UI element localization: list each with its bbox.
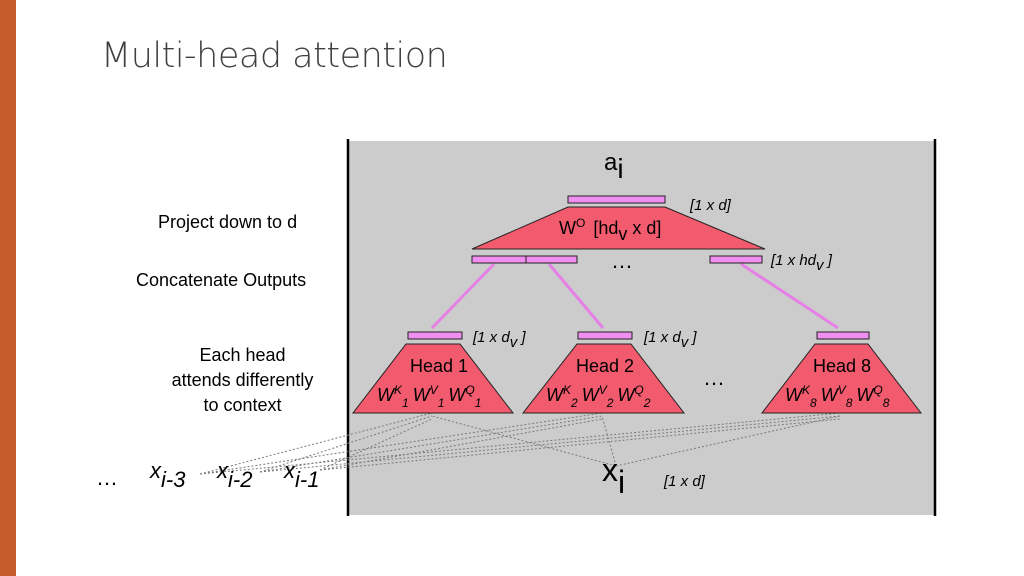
label-each-head: Each head attends differently to context (150, 343, 335, 418)
head-2-dim-label: [1 x dv ] (643, 329, 697, 351)
label-each-head-line-1: Each head (199, 345, 286, 365)
concat-bar-2 (525, 255, 578, 264)
wo-label: WO[hdv x d] (559, 216, 661, 244)
concat-bar-8 (709, 255, 763, 264)
head-2-block (521, 343, 686, 414)
concat-dim-label: [1 x hdv ] (770, 252, 833, 274)
heads-ellipsis: … (703, 365, 725, 390)
head-8-name: Head 8 (813, 356, 871, 376)
connector-head2 (547, 263, 605, 329)
output-bar (567, 195, 666, 204)
head-1-name: Head 1 (410, 356, 468, 376)
input-connections (199, 412, 841, 475)
head-2-name: Head 2 (576, 356, 634, 376)
input-x-i: xi (602, 452, 625, 500)
head-1-block (351, 343, 515, 414)
input-x-i-1: xi-1 (283, 458, 319, 492)
label-each-head-line-3: to context (203, 395, 282, 415)
connector-head8 (740, 262, 839, 330)
label-concatenate-outputs: Concatenate Outputs (136, 270, 307, 290)
head-8-block (760, 343, 923, 414)
head-1-output-bar (407, 331, 463, 340)
input-x-i-2: xi-2 (216, 458, 252, 492)
concat-ellipsis: … (611, 248, 633, 273)
inputs-ellipsis: … (96, 465, 118, 490)
output-dim-label: [1 x d] (689, 197, 732, 214)
connector-head1 (430, 262, 496, 330)
input-dim-label: [1 x d] (663, 473, 706, 490)
wo-projection-block (471, 206, 766, 250)
input-x-i-3: xi-3 (149, 458, 186, 492)
head-1-dim-label: [1 x dv ] (472, 329, 526, 351)
label-project-down: Project down to d (158, 212, 298, 232)
output-a-label: ai (604, 149, 624, 184)
accent-bar (0, 0, 16, 576)
head-8-output-bar (816, 331, 870, 340)
head-2-output-bar (577, 331, 633, 340)
concat-bar-1 (471, 255, 527, 264)
slide-title: Multi-head attention (101, 36, 448, 76)
label-each-head-line-2: attends differently (171, 370, 314, 390)
